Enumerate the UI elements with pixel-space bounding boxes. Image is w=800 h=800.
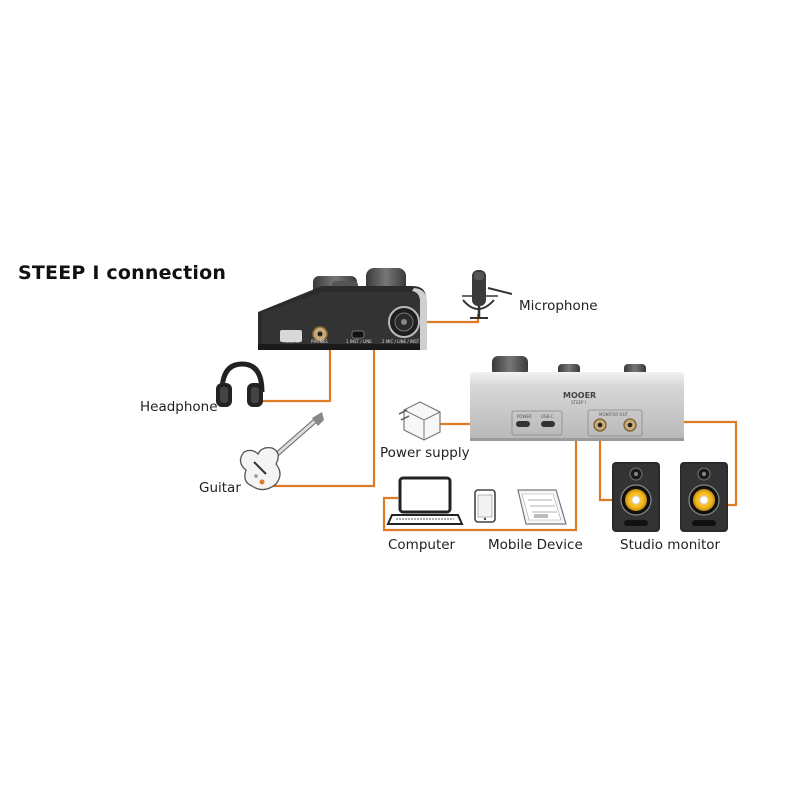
power-port [516, 421, 530, 427]
volume-wheel [280, 330, 302, 342]
studio-monitor-label: Studio monitor [620, 537, 721, 553]
brand-logo: MOOER [563, 391, 596, 400]
microphone-icon [462, 270, 513, 319]
mobile-phone-icon [474, 489, 496, 523]
headphone-icon [216, 361, 265, 407]
monitor-out-label: MONITOR OUT [599, 412, 628, 417]
power-supply-label: Power supply [380, 445, 470, 461]
top-knob-1 [492, 356, 528, 376]
guitar-label: Guitar [199, 480, 241, 496]
diagram-title: STEEP I connection [18, 262, 227, 284]
input2-label: 2 MIC / LINE / INST [382, 339, 420, 344]
steep-back-device: MOOER STEEP I POWER USB-C MONITOR OUT [470, 356, 684, 441]
mobile-device-label: Mobile Device [488, 537, 583, 553]
power-supply-icon [398, 401, 441, 441]
computer-icon [386, 476, 464, 525]
inst-input-1 [351, 330, 365, 339]
port1-label: POWER [517, 414, 532, 419]
guitar-icon [239, 412, 324, 491]
input1-label: 1 INST / LINE [346, 339, 372, 344]
phones-label: PHONES [311, 339, 328, 344]
cable-monitor-left [598, 425, 614, 502]
headphone-label: Headphone [140, 399, 218, 415]
steep-side-device: VOLUME PHONES 1 INST / LINE 2 MIC / LINE… [258, 268, 427, 350]
tablet-icon [517, 489, 567, 525]
usb-port [541, 421, 555, 427]
computer-label: Computer [388, 537, 456, 553]
port2-label: USB-C [541, 414, 554, 419]
studio-monitor-right-icon [680, 462, 728, 532]
model-label: STEEP I [571, 400, 586, 405]
microphone-label: Microphone [519, 298, 598, 314]
studio-monitor-left-icon [612, 462, 660, 532]
volume-label: VOLUME [283, 339, 300, 344]
